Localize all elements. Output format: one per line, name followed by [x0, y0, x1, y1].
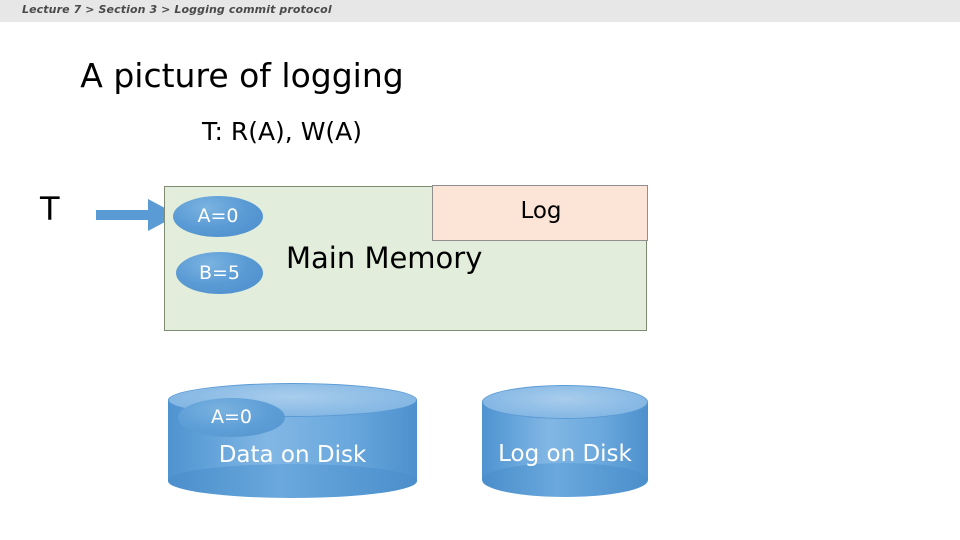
main-memory-label: Main Memory — [286, 241, 483, 275]
memory-value-b: B=5 — [176, 252, 263, 294]
cylinder-bottom-ellipse — [482, 463, 648, 497]
log-label: Log — [520, 198, 562, 224]
data-on-disk-cylinder: A=0 Data on Disk — [168, 383, 417, 498]
page-title: A picture of logging — [80, 56, 404, 95]
cylinder-top-ellipse — [482, 385, 648, 419]
cylinder-bottom-ellipse — [168, 464, 417, 498]
data-on-disk-label: Data on Disk — [218, 442, 367, 468]
log-on-disk-cylinder: Log on Disk — [482, 385, 648, 497]
right-arrow-icon — [96, 199, 178, 231]
transaction-label: T — [40, 190, 60, 228]
breadcrumb: Lecture 7 > Section 3 > Logging commit p… — [22, 3, 332, 16]
breadcrumb-bar: Lecture 7 > Section 3 > Logging commit p… — [0, 0, 960, 22]
log-on-disk-label: Log on Disk — [498, 441, 632, 467]
page-subtitle: T: R(A), W(A) — [201, 117, 363, 146]
log-box: Log — [432, 185, 648, 241]
disk-value-a: A=0 — [178, 398, 285, 437]
memory-value-a: A=0 — [173, 196, 263, 237]
